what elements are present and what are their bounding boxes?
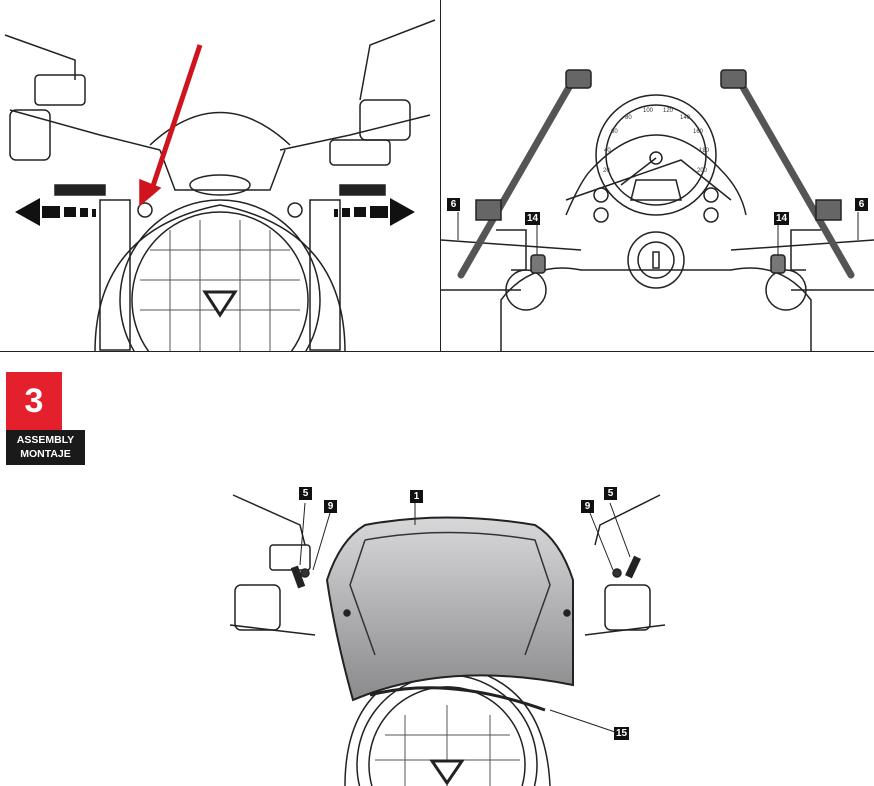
tick-100: 100: [643, 108, 654, 114]
tick-80: 80: [625, 115, 632, 121]
step-number: 3: [6, 372, 62, 430]
tick-160: 160: [693, 129, 704, 135]
step-label-en: ASSEMBLY: [16, 434, 75, 446]
callout-14-right: 14: [774, 212, 790, 225]
step-label-es: MONTAJE: [20, 448, 71, 460]
tick-60: 60: [611, 129, 618, 135]
step-label: ASSEMBLY MONTAJE: [6, 430, 85, 465]
callout-5-left: 5: [299, 487, 312, 500]
panel-divider-horizontal: [0, 351, 874, 352]
tick-200: 200: [697, 168, 708, 174]
windscreen: [325, 516, 574, 702]
panel-divider-vertical: [440, 0, 441, 352]
callout-6-left: 6: [447, 198, 460, 211]
speedometer-ticks: 20 40 60 80 100 120 140 160 180 200: [603, 108, 710, 174]
callout-15-seal: 15: [614, 727, 630, 740]
tick-20: 20: [603, 168, 610, 174]
callout-9-right: 9: [581, 500, 594, 513]
tick-140: 140: [680, 115, 691, 121]
callout-14-left: 14: [525, 212, 541, 225]
callout-5-right: 5: [604, 487, 617, 500]
callout-1-screen: 1: [410, 490, 423, 503]
callout-6-right: 6: [855, 198, 868, 211]
tick-120: 120: [663, 108, 674, 114]
illustration-mount-brackets: 20 40 60 80 100 120 140 160 180 200: [441, 0, 874, 352]
tick-180: 180: [699, 148, 710, 154]
illustration-remove-bolts: [0, 0, 440, 352]
tick-40: 40: [604, 148, 611, 154]
callout-9-left: 9: [324, 500, 337, 513]
illustration-windscreen-assembly: [225, 485, 670, 786]
red-arrow-icon: [147, 44, 203, 196]
